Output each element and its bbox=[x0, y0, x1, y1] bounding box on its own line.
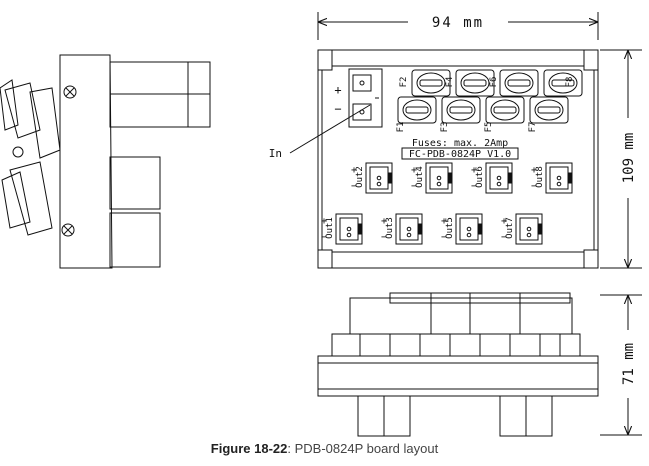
output-polarity: − bbox=[531, 181, 537, 192]
fuse-f5 bbox=[485, 96, 525, 124]
input-plus: + bbox=[334, 83, 341, 97]
output-connector-group bbox=[335, 162, 573, 245]
fuse-group bbox=[397, 69, 583, 124]
output-out1 bbox=[335, 213, 363, 245]
input-callout-label: In bbox=[269, 147, 282, 160]
output-label-group: Out1+−Out2+−Out3+−Out4+−Out5+−Out6+−Out7… bbox=[321, 165, 545, 243]
output-label: Out5 bbox=[445, 217, 455, 239]
output-out3 bbox=[395, 213, 423, 245]
fuse-f1 bbox=[397, 96, 437, 124]
output-polarity: + bbox=[471, 165, 477, 176]
output-polarity: + bbox=[351, 165, 357, 176]
output-polarity: − bbox=[321, 232, 327, 243]
height-label: 109 mm bbox=[621, 133, 637, 184]
width-label: 94 mm bbox=[432, 15, 484, 31]
output-label: Out4 bbox=[415, 166, 425, 188]
input-callout-line bbox=[289, 104, 371, 154]
figure-number: Figure 18-22 bbox=[210, 441, 288, 456]
figure-title: : PDB-0824P board layout bbox=[287, 441, 439, 456]
fuse-label: F1 bbox=[396, 122, 406, 133]
output-out5 bbox=[455, 213, 483, 245]
fuse-f3 bbox=[441, 96, 481, 124]
output-polarity: − bbox=[471, 181, 477, 192]
output-polarity: − bbox=[351, 181, 357, 192]
figure-caption: Figure 18-22: PDB-0824P board layout bbox=[0, 441, 649, 456]
board-outline bbox=[317, 49, 599, 269]
output-label: Out7 bbox=[505, 217, 515, 239]
output-out6 bbox=[485, 162, 513, 194]
output-polarity: + bbox=[531, 165, 537, 176]
fuse-label: F7 bbox=[528, 122, 538, 133]
output-out2 bbox=[365, 162, 393, 194]
output-out4 bbox=[425, 162, 453, 194]
fuse-note: Fuses: max. 2Amp bbox=[412, 138, 508, 149]
front-view bbox=[317, 292, 599, 437]
output-polarity: + bbox=[441, 216, 447, 227]
output-polarity: − bbox=[411, 181, 417, 192]
width-dimension bbox=[317, 12, 599, 40]
model-box bbox=[401, 147, 519, 160]
fuse-f2 bbox=[411, 69, 451, 97]
fuse-f6 bbox=[499, 69, 539, 97]
fuse-label: F6 bbox=[489, 77, 499, 88]
output-polarity: − bbox=[381, 232, 387, 243]
height-dimension bbox=[600, 49, 642, 436]
input-connector bbox=[348, 68, 383, 128]
output-label: Out3 bbox=[385, 217, 395, 239]
model-label: FC-PDB-0824P V1.0 bbox=[409, 149, 511, 160]
depth-label: 71 mm bbox=[621, 343, 637, 385]
output-polarity: − bbox=[441, 232, 447, 243]
output-label: Out8 bbox=[535, 166, 545, 188]
output-polarity: − bbox=[501, 232, 507, 243]
side-view bbox=[0, 54, 211, 269]
output-polarity: + bbox=[321, 216, 327, 227]
fuse-f7 bbox=[529, 96, 569, 124]
output-label: Out1 bbox=[325, 217, 335, 239]
output-out7 bbox=[515, 213, 543, 245]
fuse-f4 bbox=[455, 69, 495, 97]
fuse-label: F8 bbox=[565, 77, 575, 88]
output-out8 bbox=[545, 162, 573, 194]
fuse-label: F4 bbox=[445, 77, 455, 88]
input-minus: − bbox=[334, 102, 341, 116]
output-label: Out6 bbox=[475, 166, 485, 188]
output-label: Out2 bbox=[355, 166, 365, 188]
output-polarity: + bbox=[381, 216, 387, 227]
output-polarity: + bbox=[411, 165, 417, 176]
fuse-label: F3 bbox=[440, 122, 450, 133]
output-polarity: + bbox=[501, 216, 507, 227]
fuse-label: F5 bbox=[484, 122, 494, 133]
fuse-label: F2 bbox=[399, 77, 409, 88]
fuse-f8 bbox=[543, 69, 583, 97]
